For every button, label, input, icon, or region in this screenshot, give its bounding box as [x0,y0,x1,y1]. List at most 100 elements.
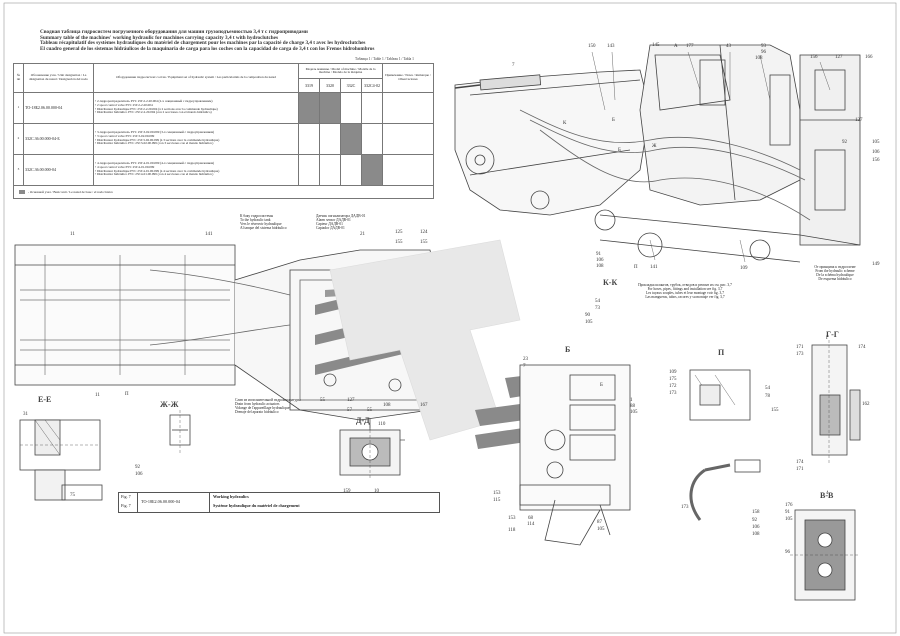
callout-label: 87 [597,520,602,525]
mark-cell [340,122,362,155]
callout-label: 150 [588,44,596,49]
row-designation: 332С.36.00.000-04-Б [23,122,94,155]
drawing-subtitle: Système hydraulique du matériel de charg… [213,503,300,508]
composition-line: • Distributeur hydraulique РУС 25Г.4-01.… [95,168,220,173]
col-notes-header: Примечание / Notes / Remarque / Observac… [382,63,435,93]
title-block: Fig. 7 Fig. 7 ТО-18Б2.06.00.000-04 Worki… [118,492,440,513]
legend-swatch [19,189,25,194]
callout-label: 43 [726,44,731,49]
callout-label: 173 [796,352,804,357]
section-label-g-g: Г-Г [826,330,839,339]
valve-block-view [475,364,631,546]
summary-title-es: El cuadro general de los sistemas hidráu… [40,45,375,52]
callout-label: 174 [858,345,866,350]
callout-label: 153 [508,516,516,521]
callout-label: 141 [205,232,213,237]
hose-detail [689,459,761,521]
callout-label: 173 [681,505,689,510]
row-designation: ТО-18Б2.06.00.000-04 [23,91,94,124]
row-composition: • 2-гидрораспределитель РУС 25Г.2-2.20.0… [93,91,299,124]
section-zh-zh [169,410,191,455]
table-row: 2 332С.36.00.000-04-Б • 3-гидрораспредел… [13,122,435,155]
composition-line: • Distribuidor hidráulico РУС 25Г.4-01.0… [95,172,214,177]
callout-label: Ж [652,144,657,149]
mark-cell [298,91,320,124]
callout-label: 167 [420,403,428,408]
callout-label: 155 [771,408,779,413]
callout-label: 91 [785,510,790,515]
callout-label: 7 [523,364,526,369]
row-composition: • 4-гидрораспределитель РУС 25Г.4-01.00.… [93,153,299,186]
kk-note: Прокладка шлангов, трубок, отводов и рем… [638,283,732,299]
callout-label: П [634,265,638,270]
callout-label: 159 [343,489,351,494]
callout-label: 108 [383,403,391,408]
callout-label: 4 [826,491,829,496]
callout-label: 10 [374,489,379,494]
callout-label: 11 [95,393,100,398]
mark-cell [360,153,384,186]
callout-label: 127 [347,398,355,403]
callout-label: 127 [835,55,843,60]
callout-label: П [125,392,129,397]
mark-cell [319,153,341,186]
callout-label: 174 [796,460,804,465]
fig-label: Fig. 7 [121,503,131,508]
col-composition-header: Оборудование гидросистем: состав / Equip… [93,63,299,93]
callout-label: 105 [630,410,638,415]
callout-label: 124 [420,230,428,235]
callout-label: 88 [630,404,635,409]
composition-line: • Distribuidor hidráulico РУС 25Г.3-02.0… [95,141,214,146]
callout-label: 55 [367,408,372,413]
callout-label: 171 [796,467,804,472]
callout-label: 57 [347,408,352,413]
callout-label: 108 [596,264,604,269]
summary-title-fr: Tableau récapitulatif des systèmes hydra… [40,40,366,46]
callout-label: 78 [765,394,770,399]
detail-p [689,369,751,421]
callout-label: 171 [796,345,804,350]
detail-g-g [811,340,861,465]
callout-label: 91 [596,252,601,257]
callout-label: 166 [865,55,873,60]
callout-label: 156 [872,158,880,163]
callout-label: Г [826,336,829,341]
callout-label: 75 [70,493,75,498]
drawing-code: ТО-18Б2.06.00.000-04 [141,499,180,504]
section-label-d-d: Д-Д [356,416,370,425]
mark-cell [319,122,341,155]
right-note: От принципа к гидросхеме From the hydrau… [814,265,856,281]
callout-label: 54 [765,386,770,391]
row-num: 3 [13,153,24,186]
callout-label: 93 [761,44,766,49]
machine-header: 3320 [319,78,341,93]
section-d-d [339,425,401,480]
callout-label: 21 [360,232,365,237]
table-caption: Таблица 1 / Table 1 / Tableau 1 / Tabla … [355,57,414,61]
composition-line: • Distributeur hydraulique РУС 25Г.3-02.… [95,137,220,142]
table-legend: - Основной узел / Basic unit / Le nœud d… [28,189,114,194]
table-row: 1 ТО-18Б2.06.00.000-04 • 2-гидрораспреде… [13,91,435,124]
col-machines-header: Модель машины / Model of machine / Modèl… [297,62,384,80]
sheet-border [3,2,897,634]
drain-note: Слив из исполнительной гидроаппаратуры D… [235,398,301,414]
section-label-k-k: К-К [603,278,618,287]
callout-label: 141 [650,265,658,270]
callout-label: 92 [135,465,140,470]
callout-label: 106 [872,150,880,155]
callout-label: 145 [652,43,660,48]
callout-label: 162 [862,402,870,407]
callout-label: Б [612,118,615,123]
callout-label: 23 [523,357,528,362]
callout-label: 92 [842,140,847,145]
section-label-p: П [718,348,725,357]
callout-label: 158 [752,510,760,515]
composition-line: • 3 spool control valve РУС 25Г.3-02.00.… [95,134,155,138]
callout-label: 1 [630,398,633,403]
callout-label: 175 [669,377,677,382]
row-designation: 332С.36.00.000-04 [23,153,94,186]
callout-label: 176 [785,503,793,508]
callout-label: 106 [752,525,760,530]
section-e-e [19,419,103,501]
callout-label: 109 [669,370,677,375]
